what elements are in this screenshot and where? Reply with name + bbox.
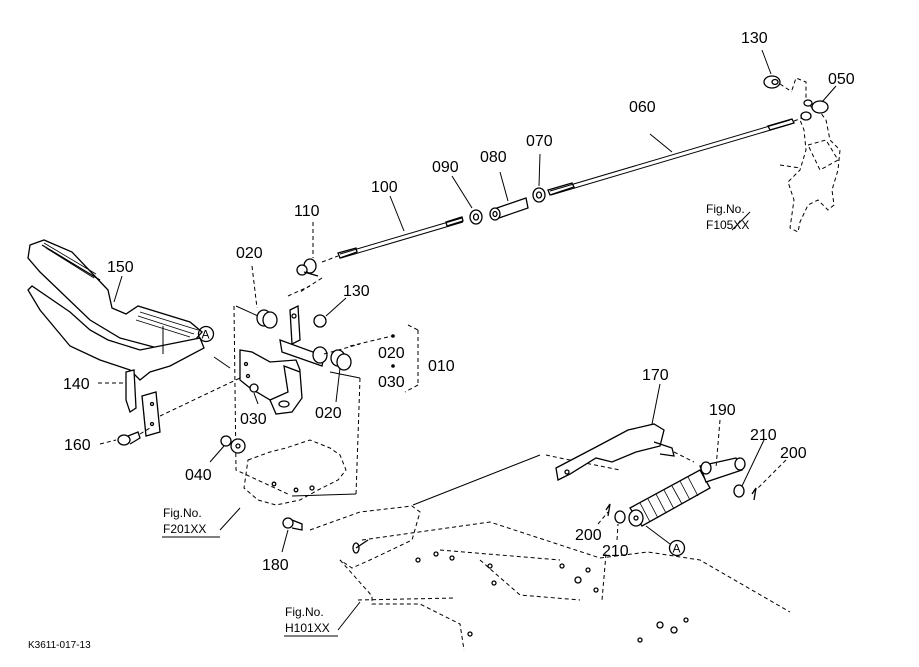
part-190-spring xyxy=(628,457,746,527)
linkage-f105xx-outline xyxy=(779,77,841,233)
callout-130-top: 130 xyxy=(741,30,768,47)
callout-140: 140 xyxy=(63,376,90,393)
callout-210-right: 210 xyxy=(750,427,777,444)
part-070-nut xyxy=(532,187,546,203)
callout-110: 110 xyxy=(294,203,320,220)
part-100-rod xyxy=(321,216,464,263)
svg-text:A: A xyxy=(202,328,210,342)
part-110-joint xyxy=(296,258,323,293)
frame-h101xx-outline xyxy=(309,454,791,651)
callout-200-left: 200 xyxy=(575,527,602,544)
callout-190: 190 xyxy=(709,402,736,419)
callout-170: 170 xyxy=(642,367,669,384)
callout-030-bracket: 030 xyxy=(240,411,267,428)
reference-mark-a-pedal: A xyxy=(197,325,215,343)
part-090-nut xyxy=(469,209,483,225)
callout-210-left: 210 xyxy=(602,543,629,560)
callout-090: 090 xyxy=(432,159,459,176)
drawing-code: K3611-017-13 xyxy=(28,640,91,651)
part-040-bolt xyxy=(220,435,246,454)
callout-160: 160 xyxy=(64,437,91,454)
callout-010: 010 xyxy=(428,358,455,375)
part-080-sleeve xyxy=(489,197,529,221)
figure-ref-h101xx: Fig.No. H101XX xyxy=(284,605,338,637)
part-200-pin-left xyxy=(605,503,611,517)
leader-lines xyxy=(98,49,837,631)
callout-070: 070 xyxy=(526,133,553,150)
figure-ref-f201xx: Fig.No. F201XX xyxy=(162,506,220,538)
svg-text:Fig.No.: Fig.No. xyxy=(285,605,324,619)
callout-060: 060 xyxy=(629,99,656,116)
part-140-lever xyxy=(27,285,241,437)
svg-text:F105XX: F105XX xyxy=(706,218,749,232)
part-060-rod xyxy=(547,117,803,196)
bracket-f201xx-outline xyxy=(243,439,347,506)
part-160-bolt xyxy=(117,427,151,446)
callout-200-right: 200 xyxy=(780,445,807,462)
callout-050: 050 xyxy=(828,71,855,88)
part-150-pedal xyxy=(27,239,203,351)
svg-text:H101XX: H101XX xyxy=(285,621,330,635)
part-020-bushing-upper xyxy=(256,309,278,329)
callout-020-group: 020 xyxy=(378,345,405,362)
part-210-washer-right xyxy=(733,484,745,498)
callout-080: 080 xyxy=(480,149,507,166)
callout-020-upper: 020 xyxy=(236,245,263,262)
part-030-grease-fitting xyxy=(249,383,259,393)
part-130-nut-bracket xyxy=(313,314,327,328)
callout-020-lower: 020 xyxy=(315,405,342,422)
svg-text:A: A xyxy=(673,542,681,556)
callout-150: 150 xyxy=(107,259,134,276)
figure-ref-f105xx: Fig.No. F105XX xyxy=(706,202,749,232)
svg-text:F201XX: F201XX xyxy=(163,522,206,536)
part-050-joint xyxy=(800,99,829,121)
callout-100: 100 xyxy=(371,179,398,196)
svg-text:Fig.No.: Fig.No. xyxy=(706,202,745,216)
part-020-bushing-lower xyxy=(330,349,352,371)
part-210-washer-left xyxy=(614,510,626,524)
callout-030-group: 030 xyxy=(378,374,405,391)
part-010-bracket xyxy=(233,285,361,497)
part-200-pin-right xyxy=(751,487,757,501)
part-170-arm xyxy=(555,423,695,481)
callout-040: 040 xyxy=(185,467,212,484)
spring-coils xyxy=(639,476,699,523)
svg-text:Fig.No.: Fig.No. xyxy=(163,506,202,520)
part-130-nut-top xyxy=(763,75,793,93)
callout-130-bracket: 130 xyxy=(343,283,370,300)
group-010-brace xyxy=(349,324,419,393)
reference-mark-a-spring: A xyxy=(668,539,686,557)
callout-180: 180 xyxy=(262,557,289,574)
part-180-bolt xyxy=(282,517,303,531)
